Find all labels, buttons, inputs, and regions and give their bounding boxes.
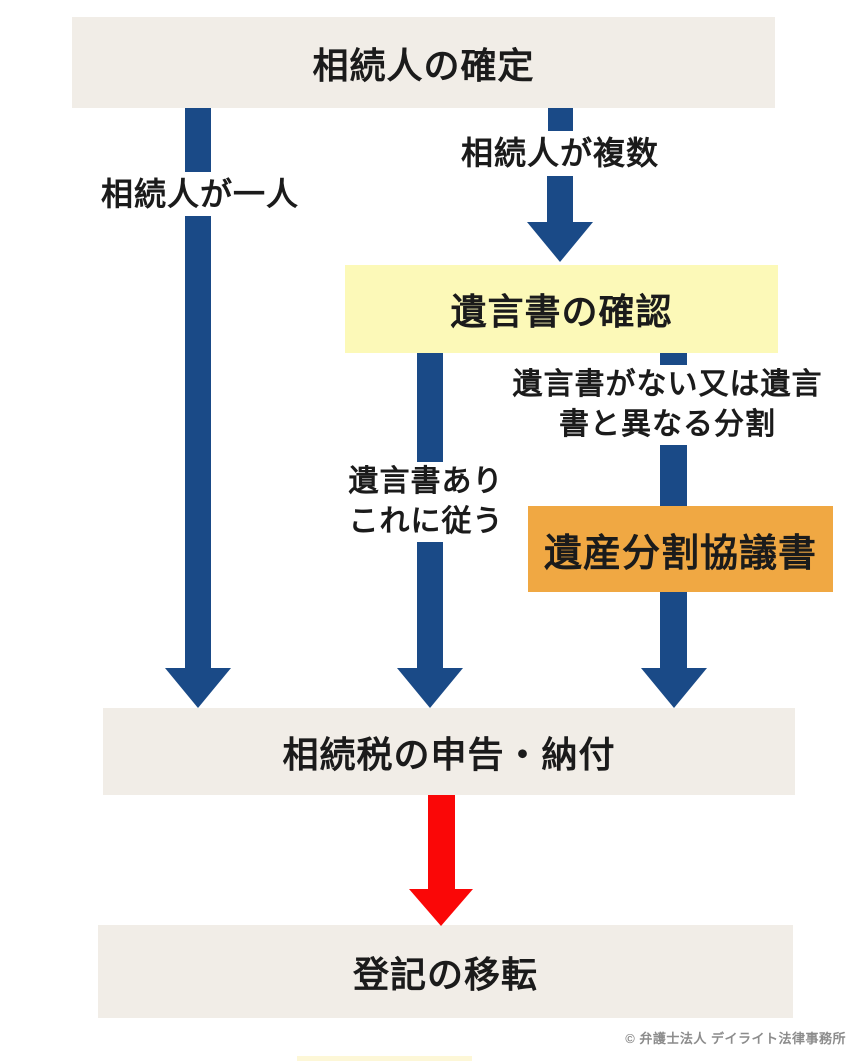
edge-label-multiple-heirs-text: 相続人が複数 xyxy=(460,135,659,171)
node-registration-transfer: 登記の移転 xyxy=(98,925,793,1018)
node-will-check: 遺言書の確認 xyxy=(345,265,778,353)
arrow-multiple-heirs-shaft xyxy=(547,176,573,222)
node-registration-transfer-label: 登記の移転 xyxy=(352,953,538,995)
node-will-check-label: 遺言書の確認 xyxy=(450,291,673,332)
edge-label-will-exists: 遺言書あり これに従う xyxy=(335,462,517,542)
node-tax-filing-label: 相続税の申告・納付 xyxy=(282,733,616,775)
edge-label-no-will-line1: 遺言書がない又は遺言 xyxy=(512,368,823,401)
edge-label-single-heir-text: 相続人が一人 xyxy=(100,176,299,212)
edge-label-will-exists-line2: これに従う xyxy=(348,505,504,538)
edge-label-single-heir: 相続人が一人 xyxy=(85,172,315,216)
node-heirs-determination: 相続人の確定 xyxy=(72,17,775,108)
arrow-red-head xyxy=(409,889,473,926)
arrow-single-heir-head xyxy=(165,668,231,708)
arrow-no-will-head xyxy=(641,668,707,708)
node-heirs-determination-label: 相続人の確定 xyxy=(312,44,535,86)
cutoff-highlight-artifact xyxy=(297,1056,472,1061)
edge-label-no-will-line2: 書と異なる分割 xyxy=(559,408,776,441)
node-division-agreement-label: 遺産分割協議書 xyxy=(543,532,817,575)
node-tax-filing: 相続税の申告・納付 xyxy=(103,708,795,795)
arrow-will-exists-head xyxy=(397,668,463,708)
arrow-multiple-heirs-head xyxy=(527,222,593,262)
arrow-red-shaft xyxy=(428,795,455,889)
edge-label-will-exists-line1: 遺言書あり xyxy=(348,465,504,498)
edge-label-no-will: 遺言書がない又は遺言 書と異なる分割 xyxy=(485,365,850,445)
node-division-agreement: 遺産分割協議書 xyxy=(528,506,833,592)
edge-label-multiple-heirs: 相続人が複数 xyxy=(440,131,680,175)
copyright-notice: © 弁護士法人 デイライト法律事務所 xyxy=(625,1031,846,1046)
